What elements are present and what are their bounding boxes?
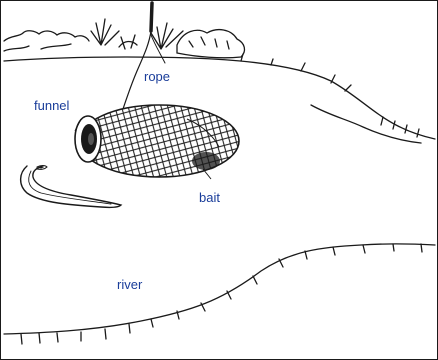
bottom-riverbank <box>4 244 435 344</box>
eel <box>21 166 121 208</box>
bait-mass <box>192 152 220 179</box>
label-rope: rope <box>144 70 170 83</box>
rope-post <box>123 3 165 109</box>
label-funnel: funnel <box>34 99 69 112</box>
label-bait: bait <box>199 191 220 204</box>
trap-funnel <box>75 116 101 162</box>
label-river: river <box>117 278 142 291</box>
